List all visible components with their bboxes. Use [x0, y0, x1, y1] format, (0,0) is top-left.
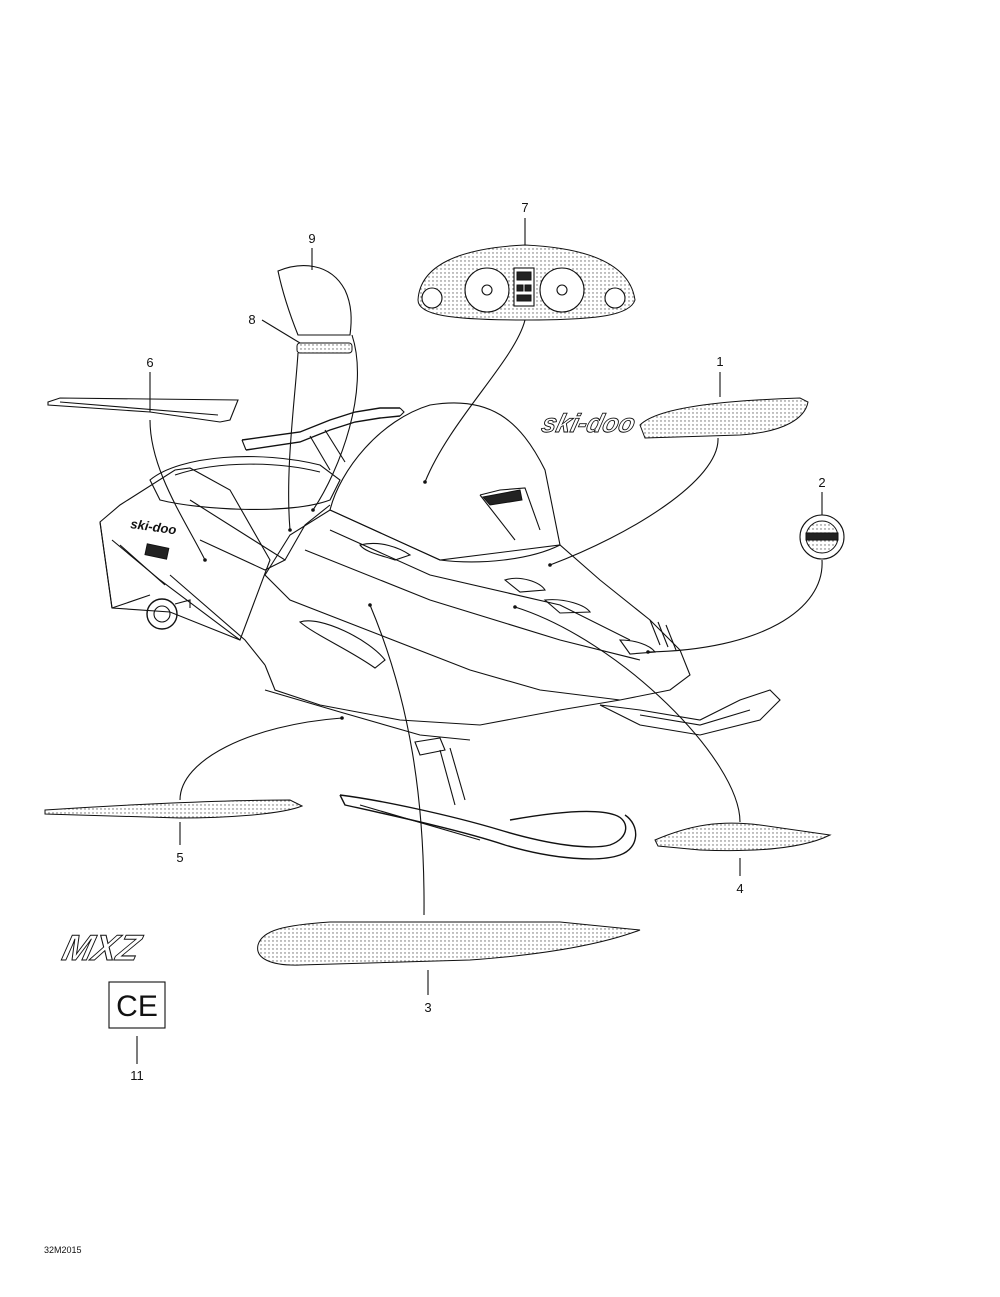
brand-logo-decal: ski-doo	[538, 397, 809, 439]
hood-logo-text: ski-doo	[130, 516, 178, 537]
model-logo-text: MXZ	[59, 928, 147, 968]
callout-5: 5	[176, 850, 183, 865]
ce-mark-text: CE	[116, 990, 158, 1023]
callout-8: 8	[248, 312, 255, 327]
long-side-stripe-decal	[44, 799, 304, 819]
windshield-decal	[277, 265, 352, 336]
round-badge-decal	[799, 514, 845, 560]
callout-labels: 7 9 8 6 1 2 5 4 3 11	[130, 200, 825, 1083]
instrument-panel-decal	[417, 244, 636, 321]
callout-3: 3	[424, 1000, 431, 1015]
callout-7: 7	[521, 200, 528, 215]
brand-logo-text: ski-doo	[539, 408, 639, 438]
small-strip-decal	[296, 342, 353, 354]
callout-6: 6	[146, 355, 153, 370]
side-stripe-decal	[47, 397, 239, 423]
figure-reference-code: 32M2015	[44, 1245, 82, 1255]
callout-1: 1	[716, 354, 723, 369]
callout-2: 2	[818, 475, 825, 490]
ce-mark-decal: CE	[108, 981, 166, 1029]
leader-lines	[136, 218, 823, 1064]
hood-stripe-decal	[654, 822, 832, 852]
callout-11: 11	[130, 1068, 144, 1083]
callout-9: 9	[308, 231, 315, 246]
callout-4: 4	[736, 881, 743, 896]
snowmobile-illustration	[99, 402, 781, 860]
model-logo-decal: MXZ	[58, 921, 641, 968]
